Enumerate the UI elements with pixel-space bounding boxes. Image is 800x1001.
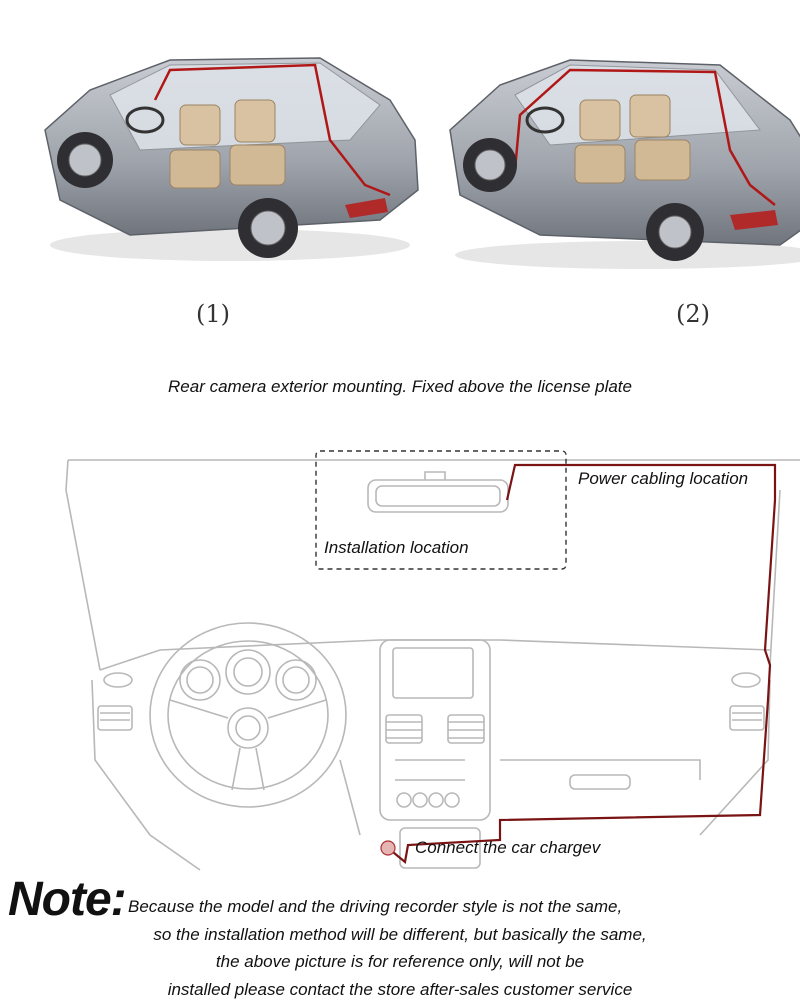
note-title: Note: <box>8 873 127 926</box>
dashboard-diagram <box>65 450 800 871</box>
car-illustration-2 <box>449 59 800 269</box>
caption: Rear camera exterior mounting. Fixed abo… <box>168 377 632 396</box>
note-line-3: the above picture is for reference only,… <box>215 952 585 971</box>
note-line-2: so the installation method will be diffe… <box>153 925 647 944</box>
car-charger-point <box>380 840 396 856</box>
note-line-4: installed please contact the store after… <box>167 980 633 999</box>
car-illustration-1 <box>44 57 419 261</box>
installation-location-box <box>315 450 567 570</box>
power-cabling-label: Power cabling location <box>578 469 749 488</box>
figure-label-1: (1) <box>196 300 230 328</box>
dashboard-outline <box>65 459 800 871</box>
figure-label-2: (2) <box>676 300 710 328</box>
connect-charger-label: Connect the car chargev <box>415 838 601 857</box>
installation-location-label: Installation location <box>324 538 469 557</box>
note-line-1: Because the model and the driving record… <box>128 897 623 916</box>
power-cable-route <box>387 463 777 865</box>
